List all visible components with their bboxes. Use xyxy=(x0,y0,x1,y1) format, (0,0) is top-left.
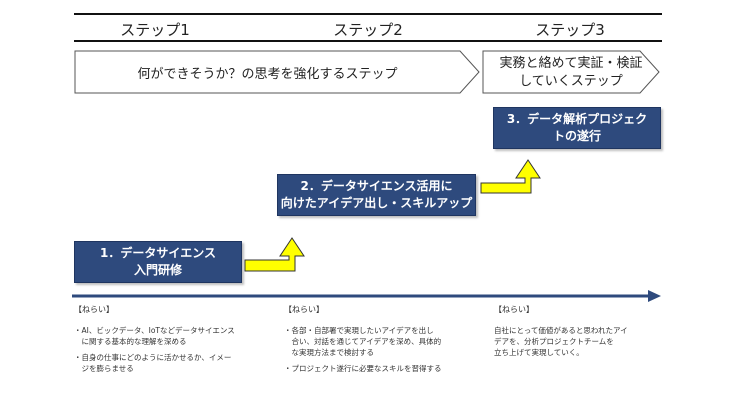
phase-1-box: 1．データサイエンス 入門研修 xyxy=(74,241,242,283)
step-up-arrow-1-shape xyxy=(244,237,305,272)
aim-1-text: ・AI、ビックデータ、IoTなどデータサイエンス に関する基本的な理解を深める … xyxy=(74,325,274,374)
aim-2-bullet-1-line-2: 合い、対話を通じてアイデアを深め、具体的 xyxy=(284,337,442,346)
thinking-step-banner-text: 何ができそうか？の思考を強化するステップ xyxy=(137,67,398,82)
step-up-arrow-2-shape xyxy=(480,159,541,194)
aim-1-bullet-2-line-1: ・自身の仕事にどのように活かせるか、イメー xyxy=(74,353,232,362)
phase-3-box: 3．データ解析プロジェク トの遂行 xyxy=(493,107,661,149)
step-2-label: ステップ2 xyxy=(333,21,403,39)
header-top-line xyxy=(74,13,662,15)
phase-3-line-2: トの遂行 xyxy=(552,129,601,143)
aim-3-line-1: 自社にとって価値があると思われたアイ xyxy=(494,326,628,335)
verification-banner-line-1: 実務と絡めて実証・検証 xyxy=(499,56,643,71)
verification-step-banner-text: 実務と絡めて実証・検証 していくステップ xyxy=(483,55,659,91)
aim-2-heading: 【ねらい】 xyxy=(284,305,324,314)
step-3-label: ステップ3 xyxy=(535,21,605,39)
aim-2-text: ・各部・自部署で実現したいアイデアを出し 合い、対話を通じてアイデアを深め、具体… xyxy=(284,325,484,374)
aim-1-bullet-1-line-2: に関する基本的な理解を深める xyxy=(74,337,187,346)
aim-3-line-3: 立ち上げて実現していく。 xyxy=(494,348,584,357)
phase-2-line-1: 2．データサイエンス活用に xyxy=(300,179,453,193)
phase-3-line-1: 3．データ解析プロジェク xyxy=(506,112,648,126)
verification-banner-line-2: していくステップ xyxy=(519,74,623,89)
aim-1-bullet-2-line-2: ジを膨らませる xyxy=(74,364,134,373)
aim-1-bullet-1-line-1: ・AI、ビックデータ、IoTなどデータサイエンス xyxy=(74,326,235,335)
phase-2-line-2: 向けたアイデア出し・スキルアップ xyxy=(280,196,473,210)
phase-2-box: 2．データサイエンス活用に 向けたアイデア出し・スキルアップ xyxy=(277,174,476,216)
aim-3-heading: 【ねらい】 xyxy=(494,305,534,314)
header-bottom-line xyxy=(74,40,662,42)
aim-3-line-2: デアを、分析プロジェクトチームを xyxy=(494,337,614,346)
aim-2-bullet-1-line-1: ・各部・自部署で実現したいアイデアを出し xyxy=(284,326,434,335)
phase-1-line-1: 1．データサイエンス xyxy=(100,246,216,260)
step-1-label: ステップ1 xyxy=(120,21,190,39)
aim-3-text: 自社にとって価値があると思われたアイ デアを、分析プロジェクトチームを 立ち上げ… xyxy=(494,325,694,358)
aim-2-bullet-2-line-1: ・プロジェクト遂行に必要なスキルを習得する xyxy=(284,364,442,373)
phase-1-line-2: 入門研修 xyxy=(133,263,182,277)
aim-2-bullet-1-line-3: な実現方法まで検討する xyxy=(284,348,374,357)
aim-1-heading: 【ねらい】 xyxy=(74,305,114,314)
